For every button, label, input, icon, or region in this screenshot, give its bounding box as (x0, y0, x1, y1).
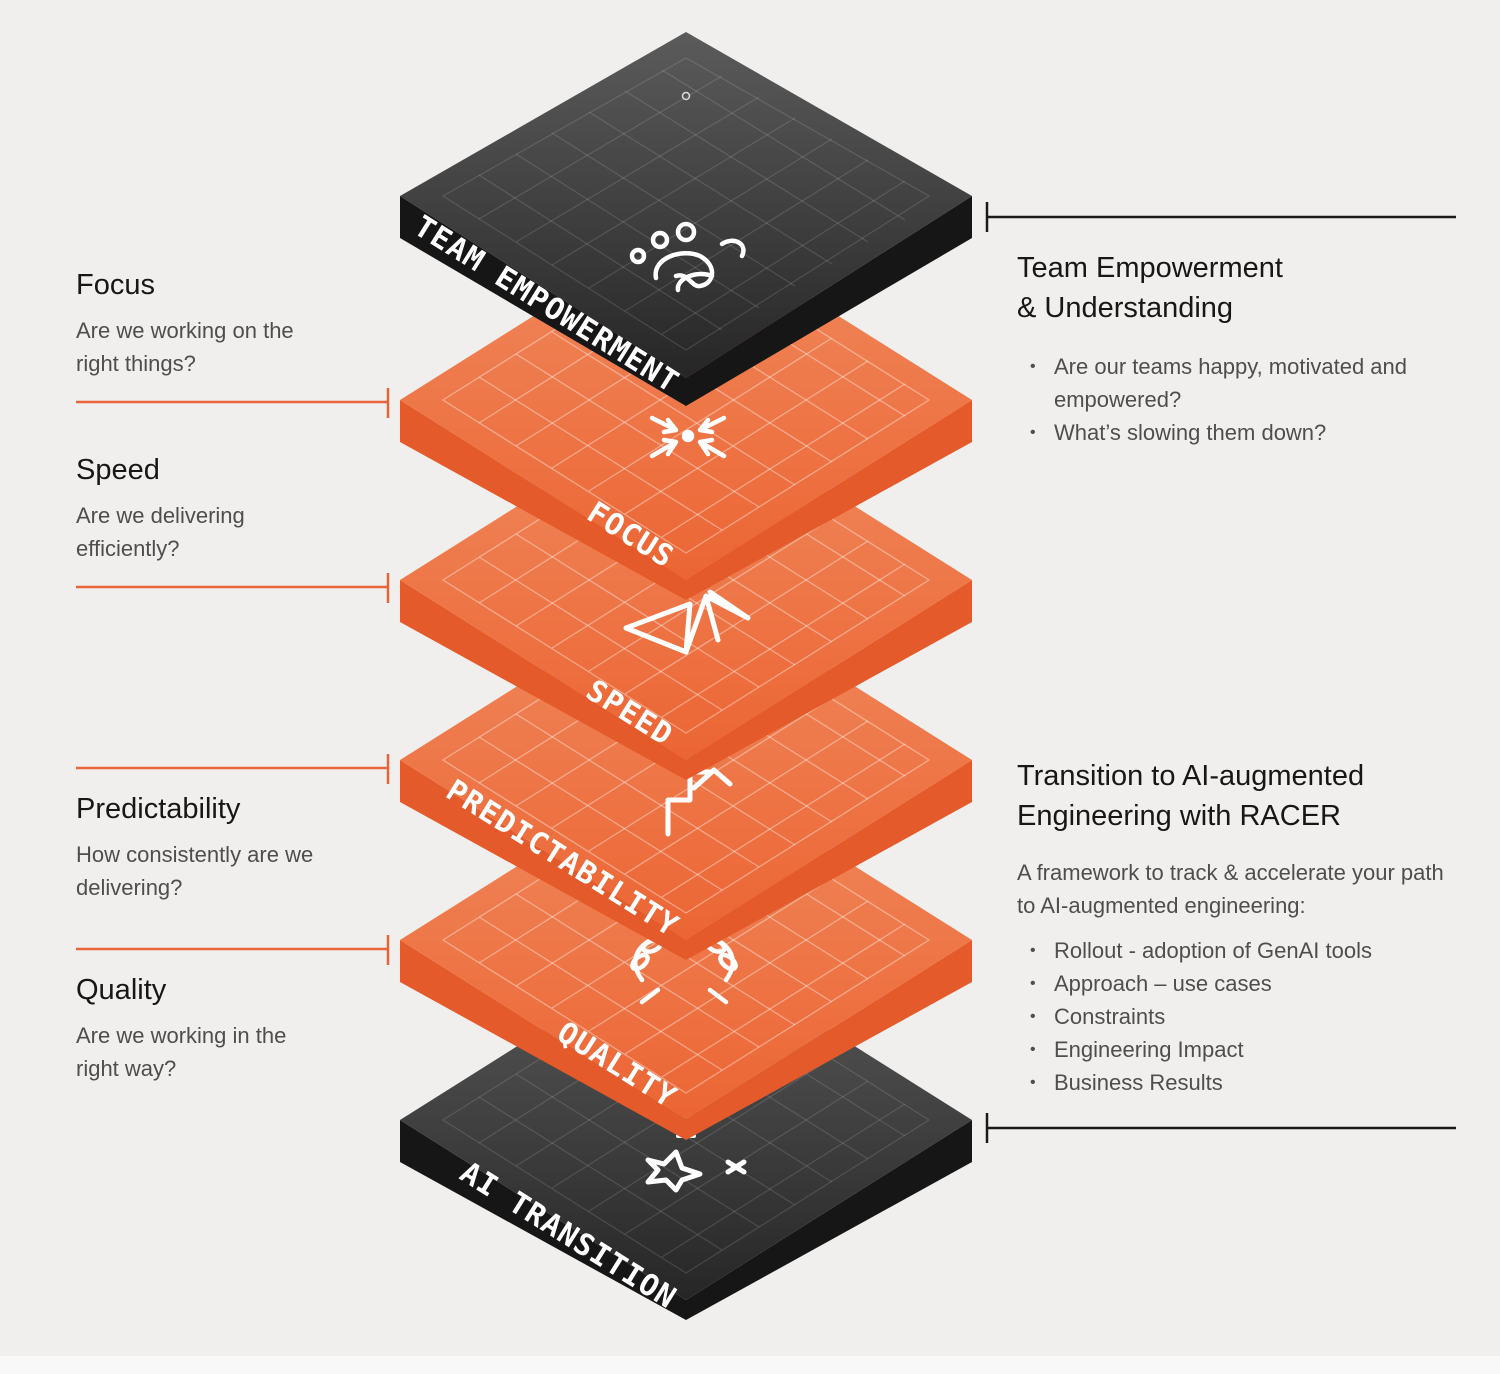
ai-bullet: Business Results (1017, 1066, 1487, 1099)
bottom-strip (0, 1356, 1500, 1374)
fast-forward-icon (623, 589, 751, 655)
team-bullet: What’s slowing them down? (1017, 416, 1487, 449)
quality-label-group: Quality Are we working in the right way? (76, 973, 396, 1085)
ai-transition-panel: Transition to AI-augmented Engineering w… (1017, 756, 1487, 1099)
team-empowerment-panel: Team Empowerment & Understanding Are our… (1017, 248, 1487, 449)
ai-bullet: Constraints (1017, 1000, 1487, 1033)
ai-bullet: Approach – use cases (1017, 967, 1487, 1000)
quality-title: Quality (76, 974, 167, 1006)
focus-title: Focus (76, 269, 155, 301)
speed-description: Are we delivering efficiently? (76, 503, 245, 561)
quality-description: Are we working in the right way? (76, 1023, 287, 1081)
ai-panel-title-line2: Engineering with RACER (1017, 800, 1341, 832)
predictability-label-group: Predictability How consistently are we d… (76, 792, 396, 904)
team-panel-title-line2: & Understanding (1017, 292, 1234, 324)
ai-bullet: Rollout - adoption of GenAI tools (1017, 934, 1487, 967)
team-panel-bullets: Are our teams happy, motivated and empow… (1017, 350, 1487, 449)
team-people-icon (629, 221, 746, 293)
ai-bullet: Engineering Impact (1017, 1033, 1487, 1066)
predictability-description: How consistently are we delivering? (76, 842, 314, 900)
ai-panel-bullets: Rollout - adoption of GenAI tools Approa… (1017, 934, 1487, 1099)
team-panel-title-line1: Team Empowerment (1017, 252, 1283, 284)
focus-label-group: Focus Are we working on the right things… (76, 268, 396, 380)
converge-arrows-icon (649, 415, 727, 459)
focus-description: Are we working on the right things? (76, 318, 294, 376)
speed-label-group: Speed Are we delivering efficiently? (76, 453, 396, 565)
team-bullet: Are our teams happy, motivated and empow… (1017, 350, 1454, 416)
ai-panel-description: A framework to track & accelerate your p… (1017, 860, 1444, 918)
predictability-title: Predictability (76, 793, 241, 825)
ai-panel-title-line1: Transition to AI-augmented (1017, 760, 1365, 792)
speed-title: Speed (76, 454, 160, 486)
